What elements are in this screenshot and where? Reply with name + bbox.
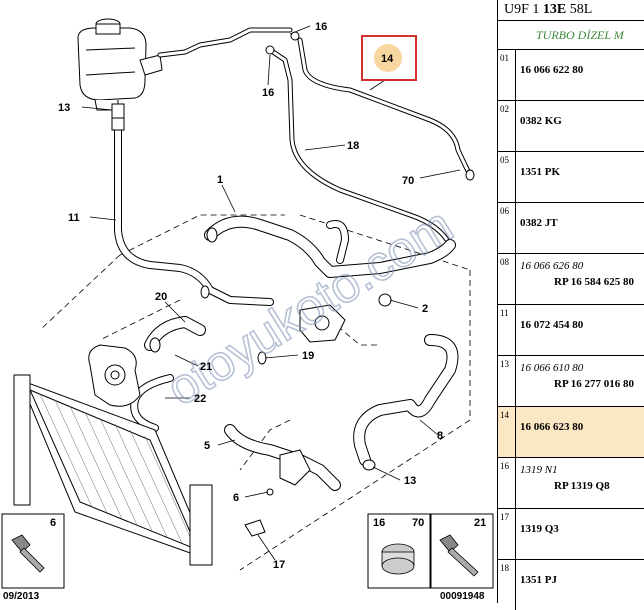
part-row[interactable]: 13 16 066 610 80 RP 16 277 016 80 bbox=[498, 356, 644, 407]
parts-diagram: otoyukoto.com 14 16 16 13 18 70 1 11 2 2… bbox=[1, 18, 494, 602]
callout-11: 11 bbox=[68, 212, 80, 224]
part-row[interactable]: 16 1319 N1 RP 1319 Q8 bbox=[498, 458, 644, 509]
part-index: 01 bbox=[498, 50, 516, 100]
radiator bbox=[13, 374, 213, 566]
part-index: 13 bbox=[498, 356, 516, 406]
callout-13-top: 13 bbox=[58, 102, 70, 114]
expansion-tank bbox=[77, 18, 163, 111]
callout-1: 1 bbox=[217, 174, 223, 186]
panel-subtitle: TURBO DİZEL M bbox=[498, 21, 644, 50]
replacement-part-number: RP 16 277 016 80 bbox=[554, 378, 635, 390]
part-index: 06 bbox=[498, 203, 516, 253]
pump-housing bbox=[88, 304, 346, 486]
part-row[interactable]: 11 16 072 454 80 bbox=[498, 305, 644, 356]
callout-19: 19 bbox=[302, 350, 314, 362]
callout-8: 8 bbox=[437, 430, 443, 442]
part-row[interactable]: 14 16 066 623 80 bbox=[498, 407, 644, 458]
box-21-label: 21 bbox=[474, 517, 486, 529]
callout-22: 22 bbox=[194, 393, 206, 405]
dashed-guides bbox=[39, 214, 471, 571]
part-number: 16 066 623 80 bbox=[520, 421, 584, 433]
parts-list: 01 16 066 622 80 02 0382 KG 05 1351 PK 06 0382 … bbox=[498, 50, 644, 610]
box-6-label: 6 bbox=[50, 517, 56, 529]
part-number: 1351 PJ bbox=[520, 574, 557, 586]
fastener-box-16-70: 16 70 bbox=[367, 513, 431, 589]
part-number: 1319 Q3 bbox=[520, 523, 559, 535]
part-number: 1319 N1 bbox=[520, 464, 558, 476]
part-row[interactable]: 06 0382 JT bbox=[498, 203, 644, 254]
panel-header: U9F 1 13E 58L bbox=[498, 0, 644, 21]
highlight-box bbox=[361, 35, 417, 81]
part-index: 16 bbox=[498, 458, 516, 508]
callout-5: 5 bbox=[204, 440, 210, 452]
part-row[interactable]: 18 1351 PJ bbox=[498, 560, 644, 610]
parts-panel: U9F 1 13E 58L TURBO DİZEL M 01 16 066 622… bbox=[497, 0, 644, 610]
part-number: 0382 JT bbox=[520, 217, 558, 229]
box-16-label: 16 bbox=[373, 517, 385, 529]
part-number: 16 072 454 80 bbox=[520, 319, 584, 331]
callout-70: 70 bbox=[402, 175, 414, 187]
replacement-part-number: RP 1319 Q8 bbox=[554, 480, 610, 492]
part-index: 02 bbox=[498, 101, 516, 151]
part-number: 0382 KG bbox=[520, 115, 562, 127]
callout-20: 20 bbox=[155, 291, 167, 303]
callout-16-mid: 16 bbox=[262, 87, 274, 99]
callout-labels: 14 16 16 13 18 70 1 11 2 20 19 21 22 5 8… bbox=[58, 21, 443, 571]
part-number: 16 066 610 80 bbox=[520, 362, 584, 374]
callout-17: 17 bbox=[273, 559, 285, 571]
fastener-box-21: 21 bbox=[430, 513, 494, 589]
replacement-part-number: RP 16 584 625 80 bbox=[554, 276, 635, 288]
callout-21: 21 bbox=[200, 361, 212, 373]
part-index: 17 bbox=[498, 509, 516, 559]
part-index: 08 bbox=[498, 254, 516, 304]
part-index: 11 bbox=[498, 305, 516, 355]
footer-date: 09/2013 bbox=[3, 591, 40, 602]
callout-14: 14 bbox=[381, 53, 394, 65]
part-index: 14 bbox=[498, 407, 516, 457]
diagram-svg: otoyukoto.com 14 16 16 13 18 70 1 11 2 2… bbox=[1, 18, 494, 602]
footer-code: 00091948 bbox=[440, 591, 485, 602]
part-row[interactable]: 17 1319 Q3 bbox=[498, 509, 644, 560]
callout-16-top: 16 bbox=[315, 21, 327, 33]
header-prefix: U9F 1 bbox=[504, 2, 543, 17]
leaders bbox=[81, 25, 461, 561]
callout-6: 6 bbox=[233, 492, 239, 504]
part-row[interactable]: 01 16 066 622 80 bbox=[498, 50, 644, 101]
header-suffix: 58L bbox=[566, 2, 593, 17]
watermark: otoyukoto.com bbox=[157, 197, 462, 417]
part-number: 16 066 622 80 bbox=[520, 64, 584, 76]
part-number: 16 066 626 80 bbox=[520, 260, 584, 272]
callout-18: 18 bbox=[347, 140, 359, 152]
part-row[interactable]: 05 1351 PK bbox=[498, 152, 644, 203]
header-bold: 13E bbox=[542, 2, 567, 17]
highlight-circle bbox=[374, 44, 402, 72]
part-number: 1351 PK bbox=[520, 166, 561, 178]
part-index: 05 bbox=[498, 152, 516, 202]
callout-2: 2 bbox=[422, 303, 428, 315]
fastener-box-6: 6 bbox=[1, 513, 65, 589]
box-70-label: 70 bbox=[412, 517, 424, 529]
callout-13-bottom: 13 bbox=[404, 475, 416, 487]
part-index: 18 bbox=[498, 560, 516, 610]
part-row[interactable]: 08 16 066 626 80 RP 16 584 625 80 bbox=[498, 254, 644, 305]
part-row[interactable]: 02 0382 KG bbox=[498, 101, 644, 152]
